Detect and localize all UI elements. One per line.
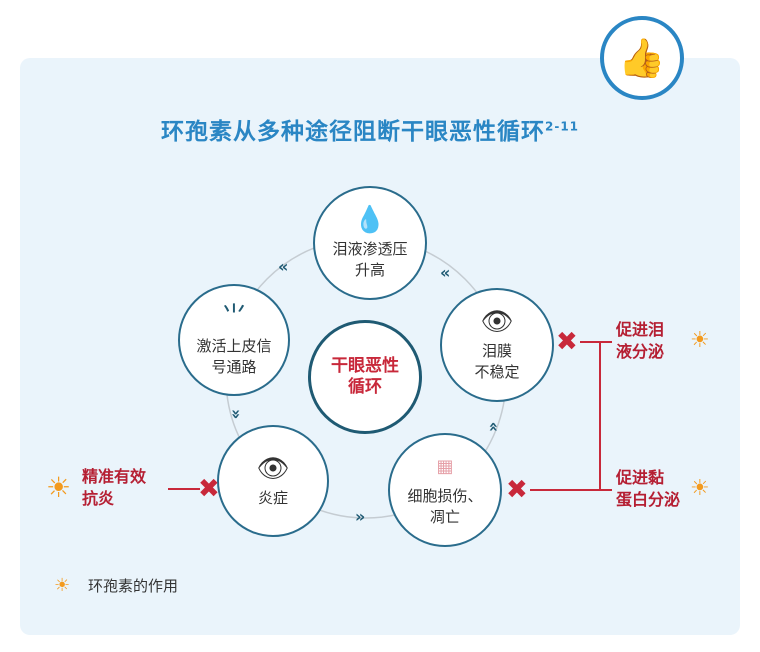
action-label: 精准有效 bbox=[82, 467, 147, 486]
tearing-eye-icon: 👁 bbox=[480, 307, 514, 337]
action-label: 液分泌 bbox=[616, 342, 665, 361]
node-label: 凋亡 bbox=[429, 508, 460, 526]
page-title: 环孢素从多种途径阻断干眼恶性循环2-11 bbox=[0, 112, 740, 146]
node-label: 不稳定 bbox=[474, 363, 520, 381]
red-eye-icon: 👁 bbox=[256, 453, 290, 484]
title-text: 环孢素从多种途径阻断干眼恶性循环 bbox=[160, 119, 545, 145]
node-label: 泪液渗透压 bbox=[332, 240, 408, 258]
block-x-icon: ✖ bbox=[556, 327, 578, 357]
action-lines bbox=[168, 341, 612, 491]
action-mucin-secretion: 促进黏蛋白分泌 bbox=[616, 467, 680, 511]
node-label: 细胞损伤、 bbox=[407, 487, 483, 505]
arrow-icon: » bbox=[227, 409, 246, 419]
legend-text: 环孢素的作用 bbox=[88, 577, 179, 595]
arrow-icon: « bbox=[440, 263, 450, 282]
legend-sun-icon: ☀ bbox=[54, 575, 71, 596]
arrow-icon: » bbox=[483, 422, 502, 432]
sun-icon: ☀ bbox=[690, 476, 710, 501]
center-label: 干眼恶性 bbox=[331, 356, 399, 376]
node-label: 升高 bbox=[354, 261, 385, 279]
node-label: 炎症 bbox=[257, 488, 288, 507]
node-cell-damage: ▦ 细胞损伤、凋亡 bbox=[388, 433, 502, 547]
node-label: 激活上皮信 bbox=[196, 337, 272, 355]
cycle-arrows: « « » » » bbox=[227, 257, 502, 526]
center-label: 循环 bbox=[348, 377, 382, 397]
action-anti-inflammation: 精准有效抗炎 bbox=[82, 466, 146, 510]
sun-icon: ☀ bbox=[46, 471, 72, 504]
node-epithelial-signaling: ⺌ 激活上皮信号通路 bbox=[178, 284, 290, 396]
node-label: 泪膜 bbox=[481, 342, 512, 360]
action-tear-secretion: 促进泪液分泌 bbox=[616, 319, 664, 363]
block-x-icon: ✖ bbox=[506, 475, 528, 505]
cycle-center: 干眼恶性循环 bbox=[308, 320, 422, 434]
water-drops-icon: 💧 bbox=[353, 205, 387, 235]
sun-icon: ☀ bbox=[690, 328, 710, 353]
title-superscript: 2-11 bbox=[544, 119, 580, 134]
node-label: 号通路 bbox=[211, 358, 257, 376]
action-label: 促进泪 bbox=[616, 320, 665, 339]
node-tear-osmolarity: 💧 泪液渗透压升高 bbox=[313, 186, 427, 300]
action-label: 蛋白分泌 bbox=[616, 490, 681, 509]
arrow-icon: » bbox=[355, 507, 365, 526]
arrow-icon: « bbox=[278, 257, 288, 276]
epithelium-icon: ⺌ bbox=[220, 302, 247, 332]
node-inflammation: 👁 炎症 bbox=[217, 425, 329, 537]
action-label: 促进黏 bbox=[616, 468, 665, 487]
tissue-icon: ▦ bbox=[436, 456, 454, 477]
action-label: 抗炎 bbox=[82, 489, 115, 508]
thumbs-up-icon: 👍 bbox=[600, 16, 684, 100]
node-tear-film: 👁 泪膜不稳定 bbox=[440, 288, 554, 402]
block-x-icon: ✖ bbox=[198, 474, 220, 504]
